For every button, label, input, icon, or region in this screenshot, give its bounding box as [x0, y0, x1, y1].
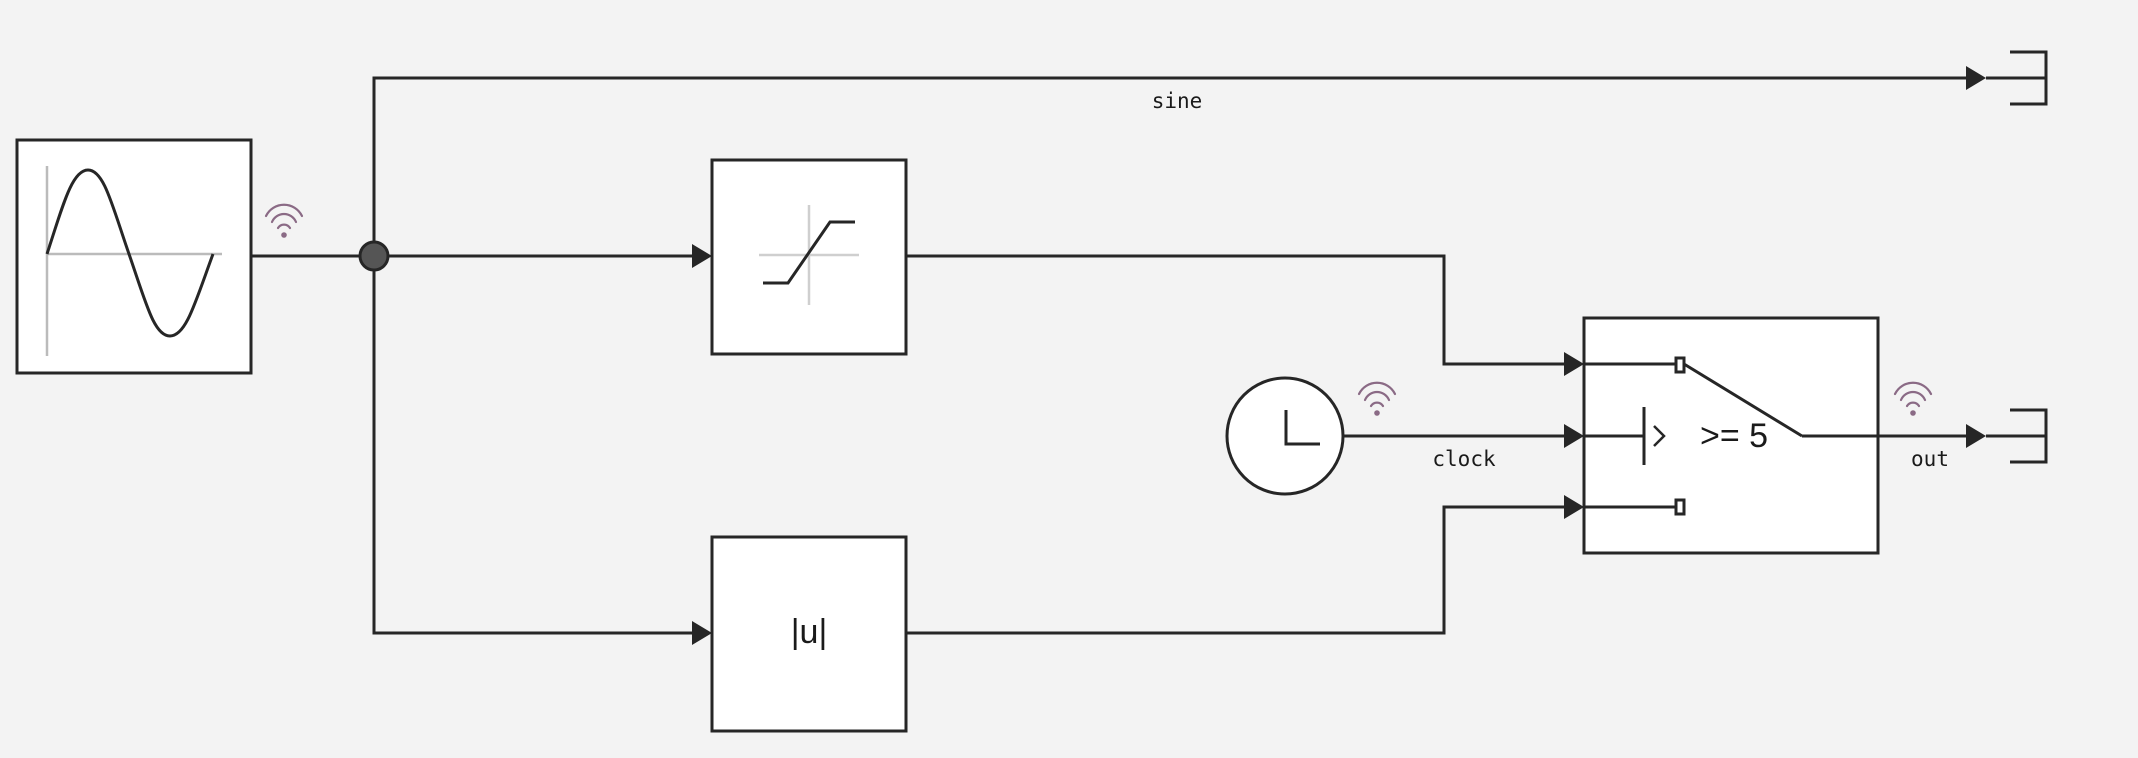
arrowhead-switch-in3 — [1564, 495, 1584, 519]
terminator-out[interactable] — [1986, 408, 2048, 464]
switch-threshold-label: >= 5 — [1700, 417, 1768, 455]
terminator-icon — [2010, 50, 2048, 106]
arrowhead-abs — [692, 621, 712, 645]
arrowheads — [692, 66, 1986, 645]
wires — [251, 76, 1966, 635]
saturation-icon — [759, 205, 859, 305]
wire-abs-to-switch[interactable] — [906, 505, 1566, 635]
wire-saturation-to-switch[interactable] — [906, 254, 1566, 366]
arrowhead-out-terminator — [1966, 424, 1986, 448]
abs-label: |u| — [791, 613, 828, 651]
arrowhead-switch-ctrl — [1564, 424, 1584, 448]
arrowhead-switch-in1 — [1564, 352, 1584, 376]
clock-icon — [1284, 410, 1320, 446]
signal-logging-icon[interactable] — [264, 203, 304, 238]
signal-label-sine[interactable]: sine — [1152, 89, 1203, 113]
switch-block[interactable]: >= 5 — [1582, 316, 1880, 555]
terminator-top[interactable] — [1986, 50, 2048, 106]
saturation-block[interactable] — [710, 158, 908, 356]
wire-sine-top[interactable] — [372, 76, 1966, 256]
signal-label-out[interactable]: out — [1911, 447, 1949, 471]
signal-logging-icon[interactable] — [1357, 381, 1397, 416]
arrowhead-top-terminator — [1966, 66, 1986, 90]
sine-wave-icon — [45, 166, 222, 356]
branch-point[interactable] — [358, 240, 390, 272]
clock-block[interactable] — [1225, 376, 1345, 496]
arrowhead-saturation — [692, 244, 712, 268]
sine-wave-block[interactable] — [15, 138, 253, 375]
signal-label-clock[interactable]: clock — [1432, 447, 1496, 471]
switch-icon — [1584, 356, 1878, 516]
abs-block[interactable]: |u| — [710, 535, 908, 733]
wire-to-abs[interactable] — [372, 256, 696, 635]
signal-logging-icon[interactable] — [1893, 381, 1933, 416]
terminator-icon — [2010, 408, 2048, 464]
